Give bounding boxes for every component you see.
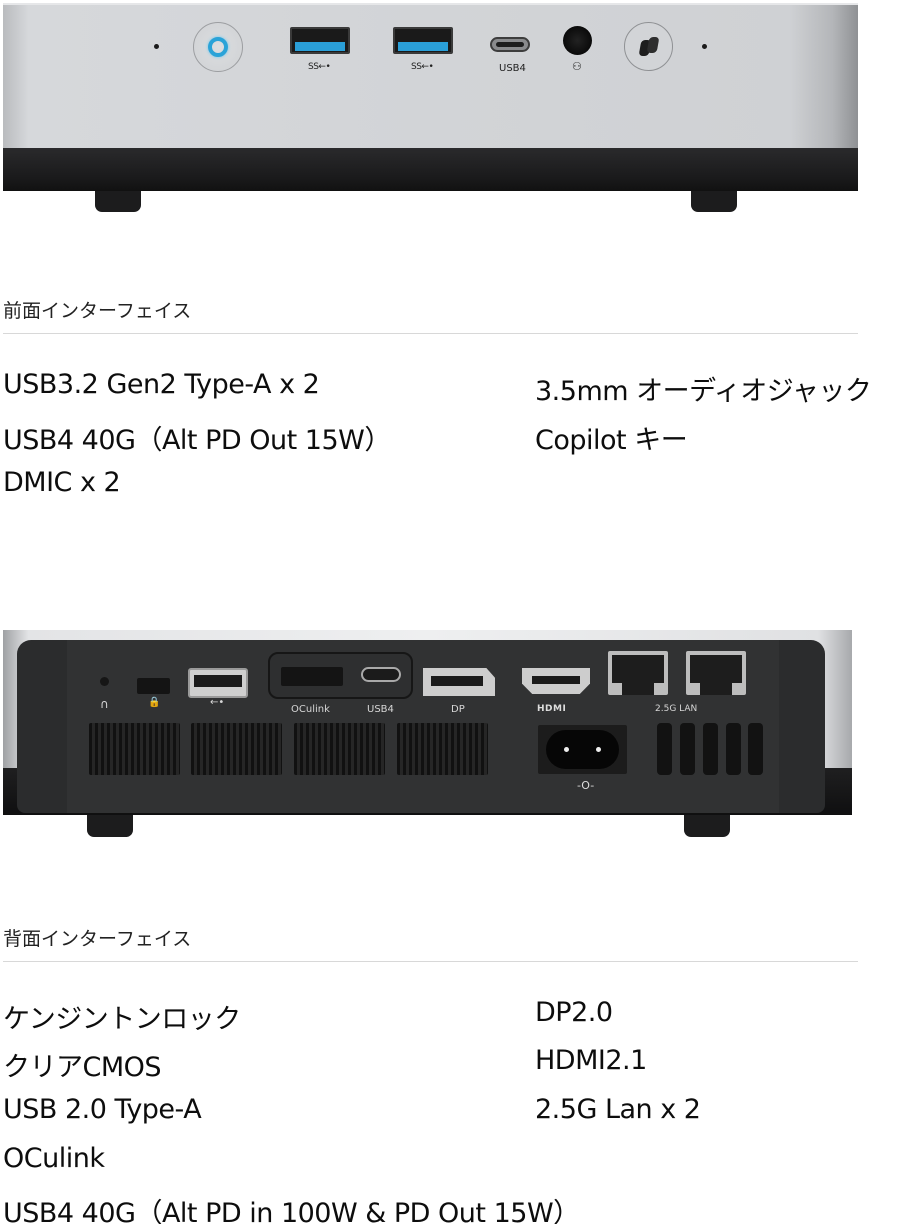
vent bbox=[397, 723, 488, 775]
back-interface-title: 背面インターフェイス bbox=[3, 928, 192, 950]
spec-item: HDMI2.1 bbox=[535, 1045, 647, 1076]
usb-icon: ←• bbox=[210, 697, 225, 708]
oculink-port bbox=[281, 667, 343, 686]
foot-left bbox=[95, 191, 141, 212]
divider bbox=[3, 333, 858, 334]
spec-item: DP2.0 bbox=[535, 997, 613, 1028]
hdmi-logo: HDMI bbox=[537, 704, 567, 714]
power-button bbox=[193, 22, 243, 72]
vent bbox=[89, 723, 180, 775]
audio-jack bbox=[563, 26, 592, 55]
usb-2-port bbox=[188, 668, 248, 698]
usb4-label: USB4 bbox=[367, 704, 394, 715]
grille-slot bbox=[703, 723, 718, 775]
vent bbox=[294, 723, 385, 775]
copilot-icon bbox=[639, 36, 659, 58]
spec-item: DMIC x 2 bbox=[3, 467, 121, 498]
clear-cmos-hole bbox=[100, 677, 109, 686]
copilot-key bbox=[624, 22, 673, 71]
spec-item: Copilot キー bbox=[535, 425, 688, 456]
grille-slot bbox=[680, 723, 695, 775]
divider bbox=[3, 961, 858, 962]
spec-item: USB4 40G（Alt PD Out 15W） bbox=[3, 425, 391, 456]
grille-slot bbox=[657, 723, 672, 775]
foot-right bbox=[691, 191, 737, 212]
headset-mic-icon: ⚇ bbox=[572, 60, 582, 73]
spec-item: ケンジントンロック bbox=[3, 1004, 241, 1035]
grille-slot bbox=[726, 723, 741, 775]
spec-item: クリアCMOS bbox=[3, 1052, 162, 1083]
usb-a-port-2 bbox=[393, 27, 453, 54]
grille-slot bbox=[748, 723, 763, 775]
superspeed-usb-icon: SS←• bbox=[308, 62, 331, 72]
usb-c-port-front bbox=[490, 37, 530, 52]
lan-label: 2.5G LAN bbox=[655, 704, 698, 714]
spec-item: 2.5G Lan x 2 bbox=[535, 1094, 701, 1125]
foot-right bbox=[684, 815, 730, 837]
displayport bbox=[423, 668, 495, 696]
spec-item: USB3.2 Gen2 Type-A x 2 bbox=[3, 369, 320, 400]
superspeed-usb-icon: SS←• bbox=[411, 62, 434, 72]
spec-item: USB4 40G（Alt PD in 100W & PD Out 15W） bbox=[3, 1198, 580, 1224]
dp-label: DP bbox=[451, 704, 465, 715]
front-body bbox=[3, 3, 858, 148]
usb-a-port-1 bbox=[290, 27, 350, 54]
hdmi-port bbox=[522, 668, 590, 694]
mic-pinhole-left bbox=[154, 44, 159, 49]
spec-item: 3.5mm オーディオジャック bbox=[535, 376, 872, 407]
spec-item: OCulink bbox=[3, 1143, 105, 1174]
kensington-lock-slot bbox=[137, 678, 170, 694]
mic-pinhole-right bbox=[702, 44, 707, 49]
foot-left bbox=[87, 815, 133, 837]
lock-icon: 🔒 bbox=[148, 697, 161, 708]
lan-port-2 bbox=[686, 651, 746, 695]
ac-power-inlet bbox=[538, 725, 627, 774]
front-base bbox=[3, 148, 858, 191]
usb-c-port-back bbox=[361, 667, 401, 682]
oculink-label: OCulink bbox=[291, 704, 330, 715]
usb4-label: USB4 bbox=[499, 63, 526, 74]
spec-item: USB 2.0 Type-A bbox=[3, 1094, 202, 1125]
power-ring-icon bbox=[208, 37, 228, 57]
lan-port-1 bbox=[608, 651, 668, 695]
vent bbox=[191, 723, 282, 775]
power-icon: -O- bbox=[577, 779, 595, 792]
clear-cmos-icon: ∩ bbox=[100, 697, 109, 711]
front-interface-title: 前面インターフェイス bbox=[3, 300, 192, 322]
